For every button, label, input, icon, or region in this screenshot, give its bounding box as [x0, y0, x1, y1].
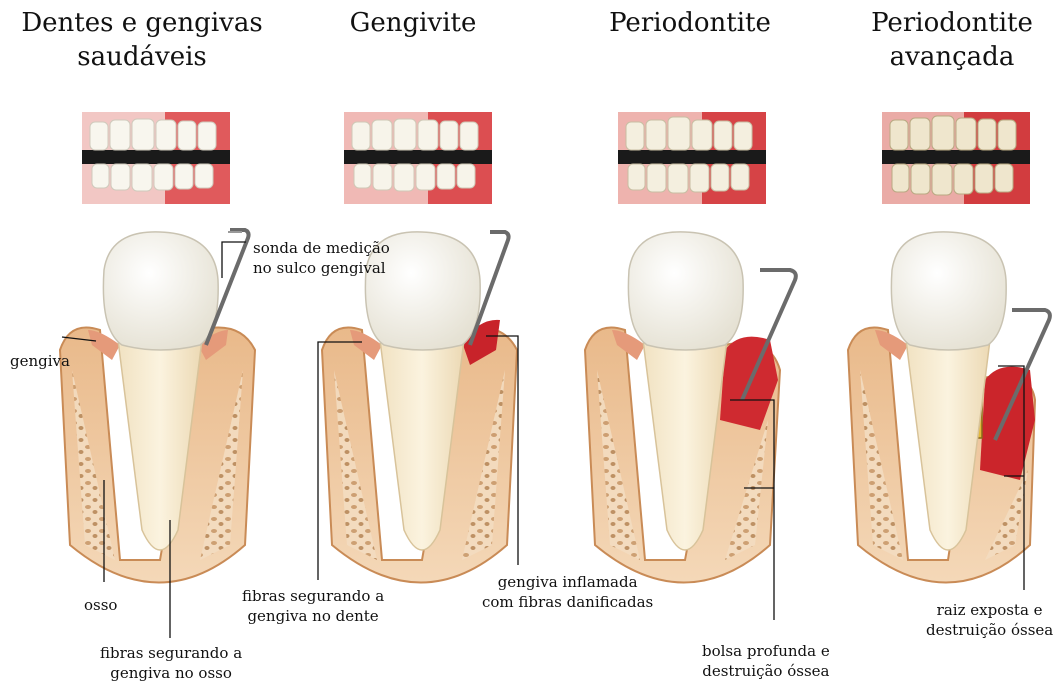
tooth-section-healthy	[60, 230, 255, 583]
tooth-section-advanced-periodontitis	[848, 232, 1050, 583]
mouth-photo-gingivitis	[344, 112, 492, 204]
mouth-photo-advanced-periodontitis	[882, 112, 1030, 204]
label-gum: gengiva	[10, 351, 70, 371]
tooth-section-gingivitis	[322, 232, 517, 583]
label-probe: sonda de medição no sulco gengival	[253, 238, 390, 278]
label-fibers-bone: fibras segurando a gengiva no osso	[100, 643, 242, 683]
tooth-section-periodontitis	[585, 232, 796, 583]
label-exposed-root: raiz exposta e destruição óssea	[926, 600, 1053, 640]
label-fibers-tooth: fibras segurando a gengiva no dente	[242, 586, 384, 626]
label-bone: osso	[84, 595, 117, 615]
label-deep-pocket: bolsa profunda e destruição óssea	[702, 641, 830, 681]
label-inflamed-gum: gengiva inflamada com fibras danificadas	[482, 572, 653, 612]
mouth-photo-healthy	[82, 112, 230, 204]
mouth-photo-periodontitis	[618, 112, 766, 204]
